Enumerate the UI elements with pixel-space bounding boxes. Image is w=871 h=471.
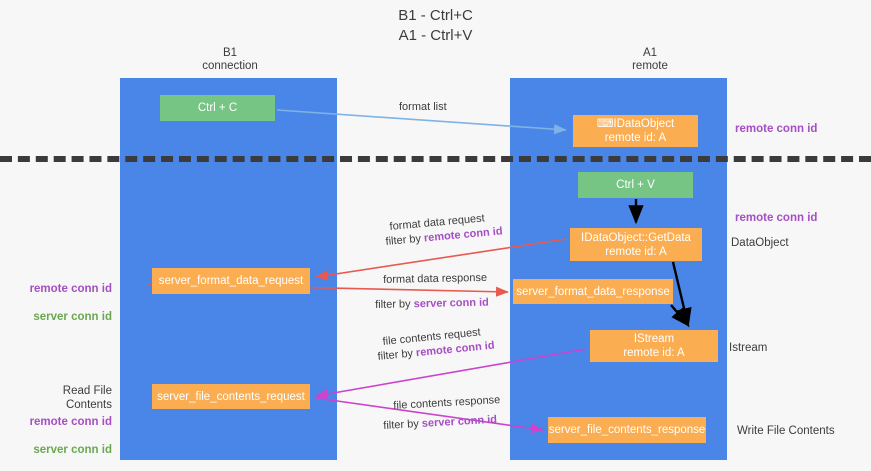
annotation-left-server-conn-id-2: server conn id: [33, 444, 112, 456]
server-conn-id-text: server conn id: [413, 296, 489, 311]
node-ctrl-v[interactable]: Ctrl + V: [578, 172, 693, 198]
edge-label-format-data-response: format data response: [383, 271, 488, 286]
node-ctrl-c[interactable]: Ctrl + C: [160, 95, 275, 121]
annotation-left-remote-conn-id-2: remote conn id: [29, 416, 112, 428]
annotation-right-istream: Istream: [729, 342, 768, 354]
filter-by-text: filter by: [377, 347, 417, 363]
annotation-left-remote-conn-id: remote conn id: [29, 283, 112, 295]
node-server-format-data-response[interactable]: server_format_data_response: [513, 279, 673, 304]
edge-label-filter-by-server-conn-id-2: filter by server conn id: [383, 413, 497, 433]
edge-label-filter-by-server-conn-id-1: filter by server conn id: [375, 296, 489, 312]
annotation-left-read-file-contents: Read File Contents: [62, 385, 112, 411]
annotation-right-remote-conn-id-top: remote conn id: [735, 123, 818, 135]
node-istream-remote-a[interactable]: IStream remote id: A: [590, 330, 718, 362]
edge-label-format-list: format list: [399, 101, 447, 113]
annotation-left-conn-ids-2: remote conn id server conn id: [22, 401, 112, 471]
server-conn-id-text: server conn id: [421, 413, 498, 430]
filter-by-text: filter by: [383, 417, 423, 432]
node-idataobject-getdata[interactable]: IDataObject::GetData remote id: A: [570, 228, 702, 261]
node-server-file-contents-response[interactable]: server_file_contents_response: [548, 417, 706, 443]
column-header-a1: A1 remote: [632, 47, 668, 72]
annotation-right-dataobject: DataObject: [731, 237, 789, 249]
edge-label-file-contents-response: file contents response: [393, 394, 501, 412]
node-server-format-data-request[interactable]: server_format_data_request: [152, 268, 310, 294]
annotation-right-write-file-contents: Write File Contents: [737, 425, 835, 437]
diagram-title: B1 - Ctrl+C A1 - Ctrl+V: [398, 7, 473, 44]
annotation-right-remote-conn-id-mid: remote conn id: [735, 212, 818, 224]
node-idataobject-remote-a[interactable]: ⌨IDataObject remote id: A: [573, 115, 698, 147]
section-divider: [0, 156, 871, 162]
annotation-left-server-conn-id: server conn id: [33, 311, 112, 323]
column-header-b1: B1 connection: [202, 47, 258, 72]
annotation-left-conn-ids: remote conn id server conn id: [22, 268, 112, 338]
filter-by-text: filter by: [385, 232, 425, 248]
filter-by-text: filter by: [375, 298, 414, 311]
node-server-file-contents-request[interactable]: server_file_contents_request: [152, 384, 310, 409]
